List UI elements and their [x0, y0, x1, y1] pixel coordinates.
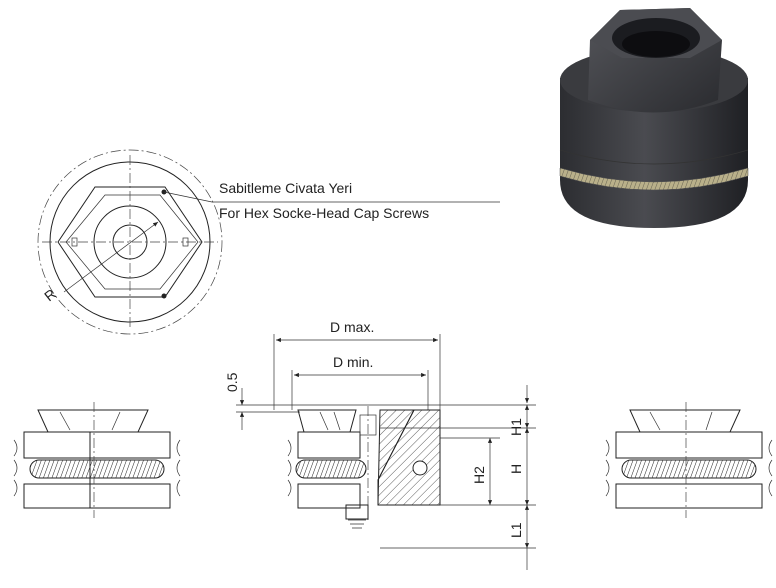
section-upper-ring-left: [297, 431, 361, 459]
screw-slot-left: [71, 237, 78, 247]
radius-label: R: [41, 286, 59, 305]
left-side-view: [13, 402, 181, 518]
label-h1: H1: [508, 418, 524, 436]
radius-leader: [63, 221, 159, 293]
right-side-view: [605, 402, 773, 518]
right-left-edge-break: [605, 439, 610, 497]
section-spring: [295, 459, 367, 479]
label-d-max: D max.: [330, 319, 374, 335]
right-spring-coil: [621, 459, 757, 479]
spring-coils: [560, 168, 748, 190]
screw-shank: [345, 504, 369, 520]
lower-ring: [23, 483, 171, 509]
label-l1: L1: [508, 522, 524, 538]
right-right-edge-break: [768, 439, 773, 497]
screw-slot-right: [182, 237, 189, 247]
label-d-min: D min.: [333, 354, 373, 370]
left-edge-break: [13, 439, 18, 497]
part-photo: [559, 8, 749, 228]
section-edge-break: [287, 439, 292, 497]
right-edge-break: [176, 439, 181, 497]
outer-dashed-circle: [37, 149, 223, 335]
upper-ring: [23, 431, 171, 459]
screw-hole-bottom: [161, 293, 167, 299]
top-view: R Sabitleme Civata Yeri For Hex Socke-He…: [37, 149, 500, 335]
right-upper-ring: [615, 431, 763, 459]
screw-head: [359, 414, 377, 436]
section-cone-left: [297, 409, 357, 433]
spring-coil: [29, 459, 165, 479]
right-lower-ring: [615, 483, 763, 509]
callout-leader: [163, 191, 213, 203]
label-offset: 0.5: [224, 372, 240, 392]
label-h: H: [508, 464, 524, 474]
callout-line-1: Sabitleme Civata Yeri: [219, 180, 352, 196]
spring-section-circle: [412, 460, 428, 476]
label-h2: H2: [471, 466, 487, 484]
screw-thread: [348, 519, 366, 529]
part-body: [560, 78, 748, 228]
cone-top: [37, 409, 149, 433]
hatched-body: [377, 409, 441, 506]
section-view: D max. D min. 0.5 H1 H H2: [224, 319, 536, 570]
part-split-line: [559, 149, 749, 165]
part-bore-inner: [622, 31, 690, 57]
section-lower-ring-left: [297, 483, 361, 509]
callout-line-2: For Hex Socke-Head Cap Screws: [219, 205, 429, 221]
right-cone-top: [629, 409, 741, 433]
